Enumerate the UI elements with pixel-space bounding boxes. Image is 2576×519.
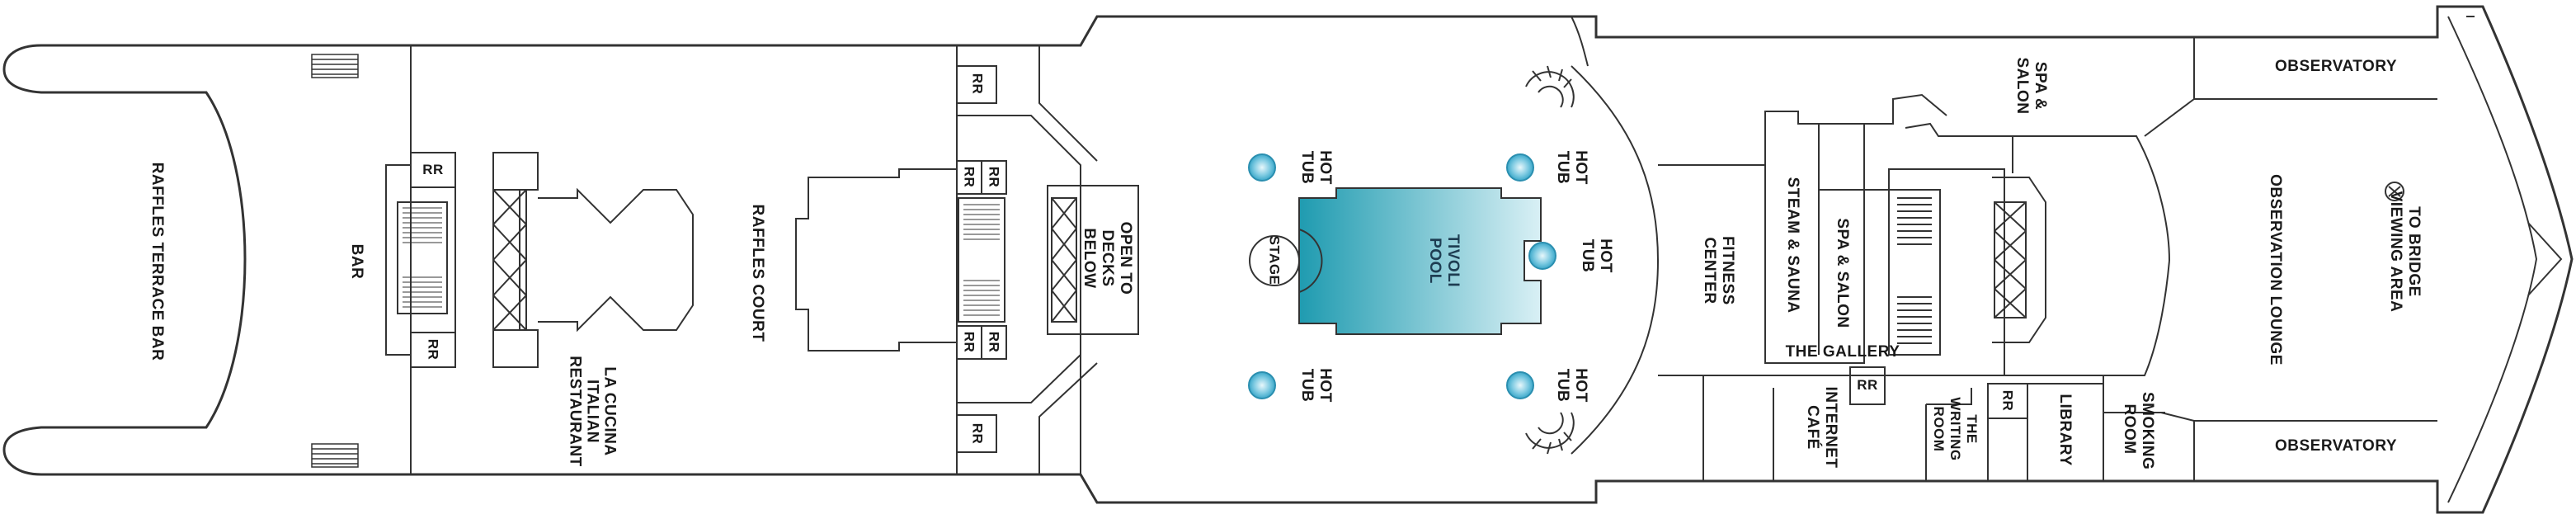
hot-tub-label: HOT TUB bbox=[1554, 368, 1589, 403]
tivoli-pool-shape bbox=[1298, 187, 1542, 335]
hot-tub-icon bbox=[1506, 153, 1534, 182]
to-bridge-label: TO BRIDGE VIEWING AREA bbox=[2387, 191, 2423, 313]
midship-rr-rooms bbox=[956, 45, 1098, 474]
raffles-terrace-bar-label: RAFFLES TERRACE BAR bbox=[148, 162, 166, 361]
hot-tub-icon bbox=[1248, 153, 1276, 182]
aft-stair-block bbox=[385, 152, 456, 368]
rr-label: RR bbox=[1999, 389, 2016, 412]
hot-tub-icon bbox=[1248, 371, 1276, 399]
observatory-bottom-label: OBSERVATORY bbox=[2274, 437, 2398, 455]
rr-label: RR bbox=[986, 166, 1002, 188]
aft-stair-treads bbox=[403, 207, 442, 308]
tivoli-pool-label: TIVOLI POOL bbox=[1425, 224, 1462, 298]
hot-tub-label: HOT TUB bbox=[1298, 150, 1334, 185]
pool-fore-wall bbox=[1571, 65, 1660, 455]
steam-sauna-label: STEAM & SAUNA bbox=[1784, 177, 1801, 314]
bridge-viewing-icon bbox=[2385, 182, 2404, 201]
open-to-decks-text: OPEN TO DECKS BELOW bbox=[1081, 221, 1134, 295]
raffles-court-counter bbox=[795, 168, 958, 352]
fwd-elevators bbox=[1992, 177, 2046, 343]
observatory-top-label: OBSERVATORY bbox=[2274, 58, 2398, 75]
internet-cafe-label: INTERNET CAFÉ bbox=[1804, 386, 1839, 469]
spiral-stair-top bbox=[1525, 65, 1575, 108]
tivoli-pool-text: TIVOLI POOL bbox=[1426, 234, 1462, 288]
hot-tub-label: HOT TUB bbox=[1298, 368, 1334, 403]
fitness-center-label: FITNESS CENTER bbox=[1701, 236, 1736, 305]
writing-room-label: THE WRITING ROOM bbox=[1931, 397, 1980, 461]
fwd-bottom-rooms bbox=[1702, 366, 2165, 481]
la-cucina-outline bbox=[538, 187, 694, 333]
open-to-decks-label: OPEN TO DECKS BELOW bbox=[1080, 205, 1134, 312]
pool-fore-wall-upper bbox=[1571, 16, 1589, 67]
rr-label: RR bbox=[1857, 377, 1878, 393]
la-cucina-text: LA CUCINA ITALIAN RESTAURANT bbox=[566, 356, 619, 467]
rr-label: RR bbox=[961, 166, 977, 188]
the-gallery-label: THE GALLERY bbox=[1785, 343, 1900, 361]
stage-label: STAGE bbox=[1266, 235, 1283, 285]
stage-steps bbox=[1298, 229, 1323, 293]
spiral-stair-bottom bbox=[1525, 412, 1575, 455]
vent-grille-bottom bbox=[311, 443, 359, 468]
rr-label: RR bbox=[986, 331, 1002, 353]
library-label: LIBRARY bbox=[2056, 394, 2074, 466]
smoking-room-label: SMOKING ROOM bbox=[2121, 392, 2156, 470]
bow-inner bbox=[2447, 16, 2538, 503]
stage-circle bbox=[1249, 235, 1300, 286]
hot-tub-label: HOT TUB bbox=[1554, 150, 1589, 185]
observation-lounge-label: OBSERVATION LOUNGE bbox=[2267, 174, 2284, 366]
forward-walls bbox=[1658, 37, 2437, 481]
raffles-court-label: RAFFLES COURT bbox=[749, 204, 766, 342]
midship-stair-treads bbox=[963, 204, 1000, 316]
hot-tub-label: HOT TUB bbox=[1579, 238, 1614, 273]
rr-label: RR bbox=[969, 73, 986, 95]
rr-label: RR bbox=[425, 338, 441, 361]
aft-elevators bbox=[492, 152, 539, 368]
rr-label: RR bbox=[961, 331, 977, 353]
rr-label: RR bbox=[422, 162, 444, 177]
bow-tip bbox=[2527, 222, 2563, 296]
la-cucina-label: LA CUCINA ITALIAN RESTAURANT bbox=[567, 333, 619, 490]
hot-tub-icon bbox=[1528, 242, 1556, 270]
spa-salon-mid-label: SPA & SALON bbox=[1834, 218, 1851, 328]
hull-outline bbox=[2, 5, 2574, 514]
bar-label: BAR bbox=[348, 243, 365, 280]
rr-label: RR bbox=[969, 422, 986, 445]
fwd-stair bbox=[1888, 189, 1941, 356]
vent-grille-top bbox=[311, 54, 359, 78]
spa-salon-upper-label: SPA & SALON bbox=[2013, 57, 2049, 115]
hot-tub-icon bbox=[1506, 371, 1534, 399]
open-to-decks-box bbox=[1047, 185, 1139, 335]
